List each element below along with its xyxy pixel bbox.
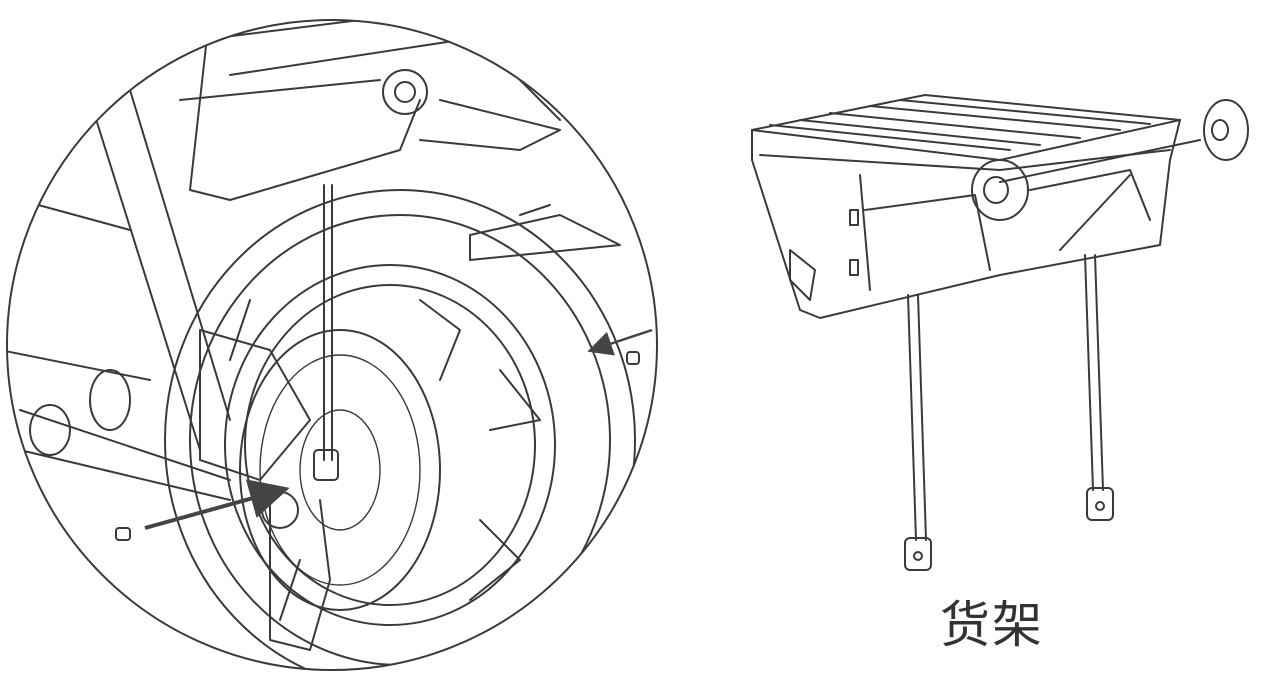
rack-strut-detail (313, 184, 339, 481)
brake-disc (239, 329, 441, 611)
bike-frame (7, 89, 331, 651)
arrow-right (587, 328, 653, 356)
screw-left (115, 527, 131, 541)
rear-wheel (164, 189, 636, 670)
detail-circle (6, 19, 658, 671)
part-label: 货架 (940, 596, 1044, 654)
rack-frame-detail (179, 20, 621, 261)
screw-right (626, 351, 640, 365)
rack-illustration (751, 94, 1249, 571)
arrow-left (144, 479, 290, 530)
